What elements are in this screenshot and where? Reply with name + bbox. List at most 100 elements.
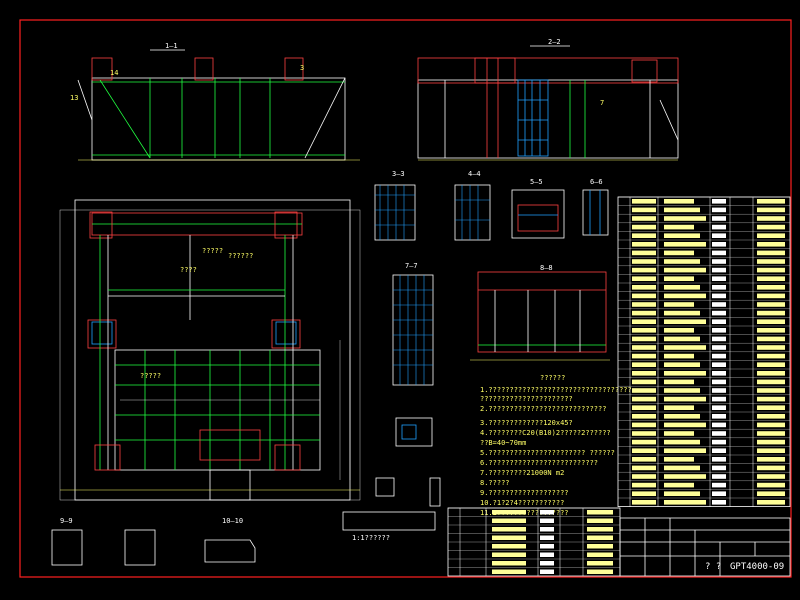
material-table-cell	[757, 216, 785, 221]
material-table-cell	[757, 293, 785, 299]
title-block: ? ? GPT4000-09	[619, 517, 791, 577]
material-table-cell	[632, 250, 656, 256]
material-table-cell	[757, 224, 785, 230]
section-title-5-5: 5—5	[530, 178, 543, 186]
material-table-cell	[712, 457, 726, 462]
material-table-cell	[757, 285, 785, 290]
material-table-cell	[632, 362, 656, 367]
material-table-cell	[664, 302, 694, 307]
material-table-cell	[757, 491, 785, 496]
material-table-cell	[757, 457, 785, 462]
material-table-cell	[632, 448, 656, 453]
material-table-cell	[712, 379, 726, 385]
material-table-cell	[712, 474, 726, 479]
material-table-cell	[757, 345, 785, 350]
material-table-cell	[712, 448, 726, 453]
material-table-cell	[757, 388, 785, 393]
svg-text:14: 14	[110, 69, 118, 77]
material-table-cell	[632, 474, 656, 479]
material-table-cell	[664, 259, 700, 264]
material-table-cell	[712, 207, 726, 213]
material-table-cell	[664, 233, 700, 238]
bottom-table-cell	[587, 535, 613, 540]
bottom-table-cell	[540, 518, 554, 523]
note-3: 3.?????????????120x45?	[480, 419, 573, 427]
bottom-table-cell	[540, 510, 554, 515]
plan-label-1: ?????	[202, 247, 223, 255]
material-table-cell	[632, 500, 656, 505]
material-table-cell	[712, 405, 726, 410]
note-10: 10.?1?2?4???????????	[480, 499, 564, 507]
material-table-cell	[712, 224, 726, 230]
material-table-cell	[712, 242, 726, 247]
material-table-cell	[664, 319, 706, 324]
material-table-cell	[632, 319, 656, 324]
section-title-7-7: 7—7	[405, 262, 418, 270]
material-table-cell	[712, 431, 726, 436]
material-table-cell	[757, 233, 785, 238]
bottom-table-cell	[492, 561, 526, 566]
material-table-cell	[664, 422, 706, 428]
material-table-cell	[757, 328, 785, 333]
detail-sections: 3—3 4—4 5—5 6—6 7—7	[51, 170, 610, 566]
material-table-cell	[757, 379, 785, 385]
material-table-cell	[664, 371, 706, 376]
material-table-cell	[664, 276, 694, 281]
note-1b: ??????????????????????	[480, 395, 573, 403]
note-9: 9.???????????????????	[480, 489, 569, 497]
bottom-schedule-table	[447, 507, 621, 577]
material-table-cell	[712, 465, 726, 471]
material-table-cell	[712, 216, 726, 221]
material-table-cell	[712, 362, 726, 367]
material-table-cell	[632, 353, 656, 359]
section-title-6-6: 6—6	[590, 178, 603, 186]
bottom-table-cell	[587, 552, 613, 557]
material-table-cell	[632, 293, 656, 299]
material-table-cell	[632, 457, 656, 462]
bottom-table-cell	[587, 510, 613, 515]
material-table-cell	[712, 233, 726, 238]
material-table-cell	[712, 276, 726, 281]
material-table-cell	[664, 414, 700, 419]
material-table-cell	[632, 379, 656, 385]
material-table-cell	[712, 285, 726, 290]
material-table-cell	[757, 414, 785, 419]
section-view-1-1: 1—1 13 14 3	[70, 42, 360, 161]
material-table-cell	[664, 500, 706, 505]
material-table-cell	[757, 405, 785, 410]
material-table-cell	[712, 310, 726, 316]
material-table-cell	[632, 259, 656, 264]
material-table-cell	[632, 328, 656, 333]
bottom-table-cell	[540, 544, 554, 549]
material-table-cell	[664, 328, 694, 333]
material-table-cell	[664, 448, 706, 453]
material-table-cell	[757, 319, 785, 324]
material-table-cell	[757, 465, 785, 471]
material-table-cell	[632, 388, 656, 393]
material-table-cell	[664, 388, 700, 393]
bottom-table-cell	[587, 527, 613, 532]
material-table-cell	[712, 293, 726, 299]
material-table-cell	[632, 396, 656, 402]
note-4: 4.????????C20(B10)2?????2??????	[480, 429, 611, 437]
material-table-cell	[632, 491, 656, 496]
material-table-cell	[712, 319, 726, 324]
material-table-cell	[632, 276, 656, 281]
material-table-cell	[712, 396, 726, 402]
material-table-cell	[712, 336, 726, 342]
material-table-cell	[632, 405, 656, 410]
material-table-cell	[757, 302, 785, 307]
material-table-cell	[712, 388, 726, 393]
bottom-table-cell	[492, 510, 526, 515]
bottom-table-cell	[587, 518, 613, 523]
material-table-cell	[664, 379, 694, 385]
note-1: 1.??????????????????????????????????	[480, 386, 632, 394]
material-table-cell	[664, 405, 694, 410]
material-table-cell	[757, 267, 785, 273]
material-table-cell	[632, 242, 656, 247]
material-table-cell	[664, 199, 694, 204]
material-table-cell	[757, 371, 785, 376]
material-table-cell	[757, 336, 785, 342]
material-table-cell	[632, 207, 656, 213]
